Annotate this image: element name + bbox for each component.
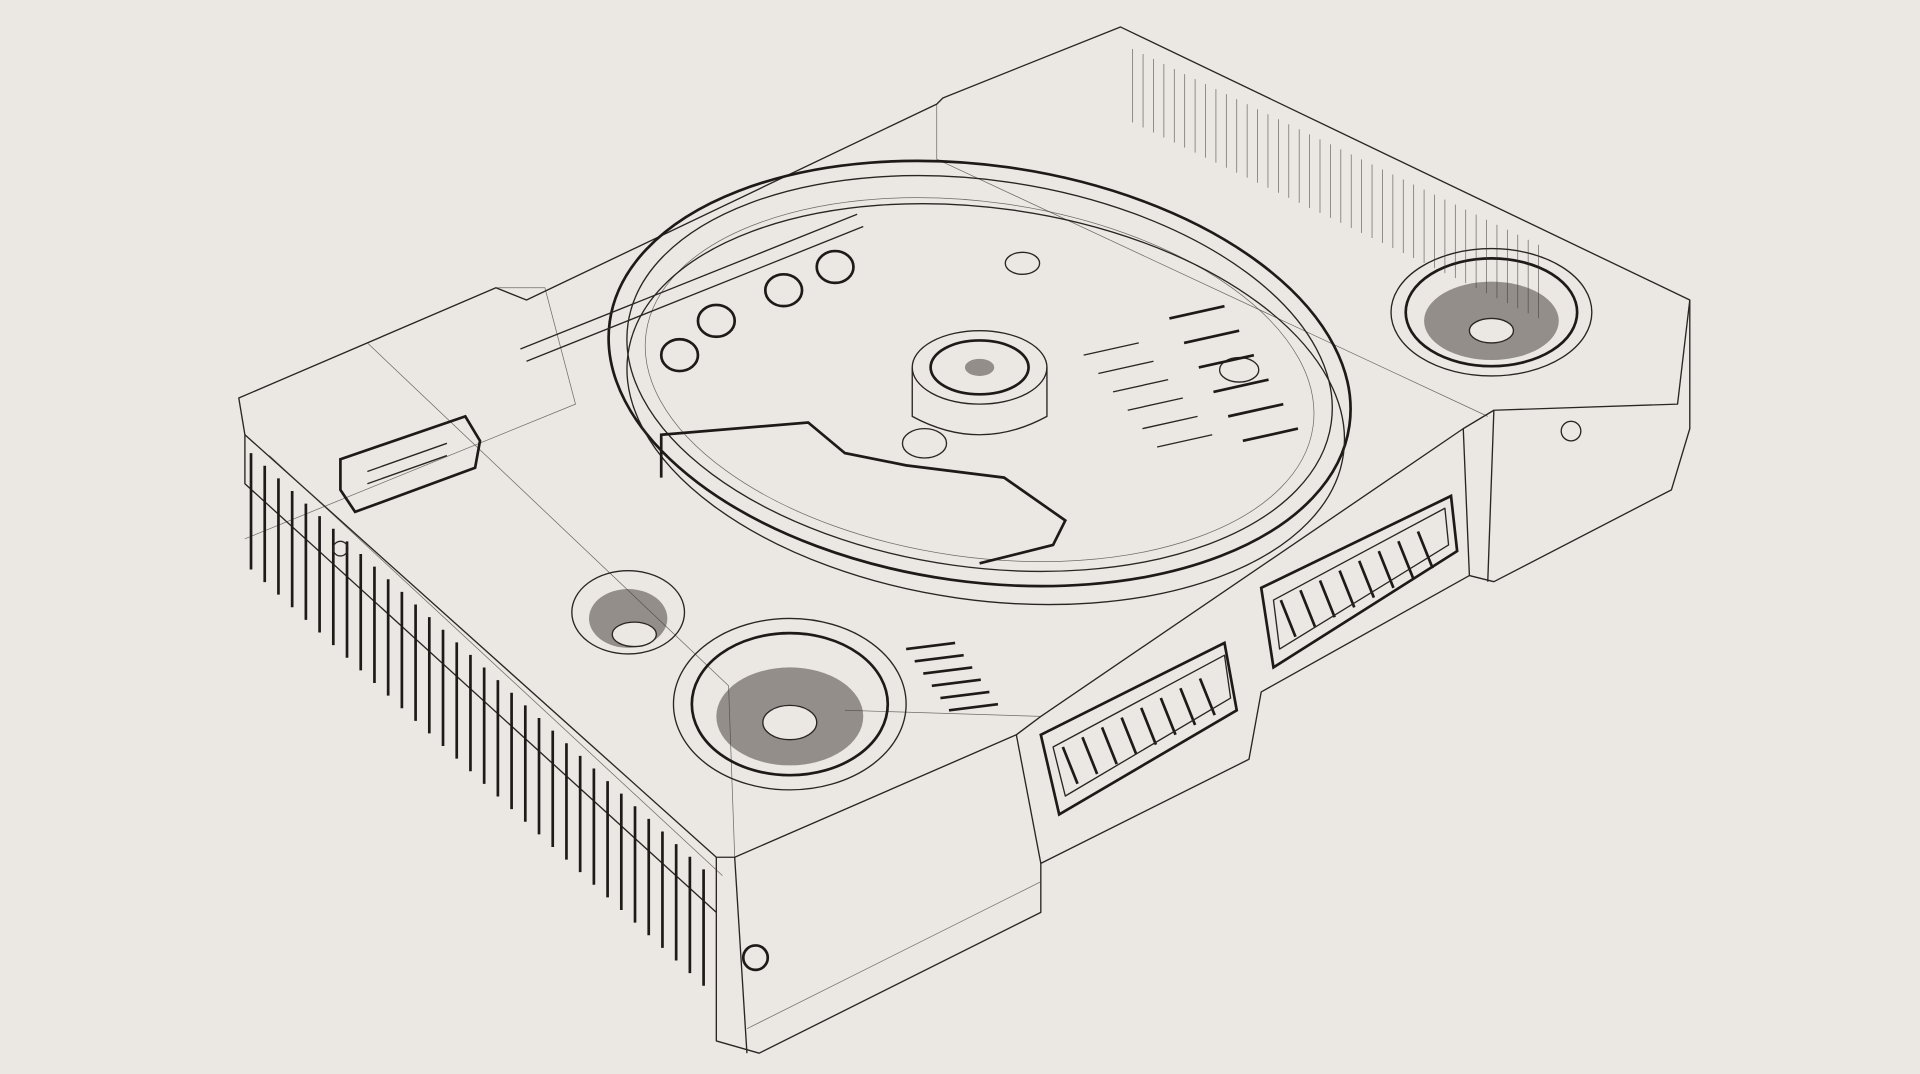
port-pin	[1318, 579, 1336, 618]
power-socket	[339, 414, 482, 514]
port-pin	[1357, 560, 1376, 599]
contact-pin	[1227, 402, 1284, 418]
port-pin	[1377, 550, 1395, 589]
port-pin	[1139, 707, 1158, 746]
contact-pin	[1213, 378, 1269, 394]
controller-port-right	[1259, 493, 1459, 670]
contact-pin	[1156, 434, 1213, 448]
contact-pin	[1142, 415, 1198, 430]
port-pin	[1061, 746, 1079, 785]
contact-pin	[940, 690, 990, 700]
contact-pin	[1112, 378, 1169, 393]
small-button	[571, 570, 686, 655]
port-pin	[1338, 570, 1356, 608]
buttons-row	[520, 213, 864, 373]
rear-grille	[1132, 48, 1539, 319]
contact-pin	[914, 653, 964, 663]
port-pin	[1299, 589, 1317, 628]
connector-pins	[905, 304, 1434, 785]
screws	[332, 420, 1582, 972]
spindle-motor	[901, 251, 1260, 459]
contact-pin	[905, 641, 956, 651]
port-pin	[1416, 530, 1434, 569]
contact-pin	[1127, 397, 1184, 411]
contact-pin	[1198, 353, 1255, 369]
console-body	[238, 26, 1691, 1054]
port-pin	[1120, 717, 1138, 755]
port-pin	[1100, 726, 1118, 765]
contact-pin	[1183, 329, 1240, 345]
port-pin	[1081, 736, 1099, 775]
speaker-left	[672, 617, 907, 791]
contact-pin	[948, 702, 999, 712]
port-pin	[1279, 599, 1297, 638]
contact-pin	[923, 666, 973, 675]
port-pin	[1179, 687, 1197, 726]
side-vent-grille	[249, 453, 705, 986]
contact-pin	[1098, 360, 1154, 375]
contact-pin	[931, 678, 981, 688]
disc-tray	[607, 159, 1352, 606]
contact-pin	[1242, 427, 1299, 443]
port-pin	[1159, 697, 1177, 736]
controller-port-left	[1039, 640, 1239, 817]
contact-pin	[1169, 304, 1225, 320]
port-pin	[1397, 540, 1415, 579]
contact-pin	[1083, 342, 1139, 356]
speaker-right	[1390, 247, 1593, 377]
